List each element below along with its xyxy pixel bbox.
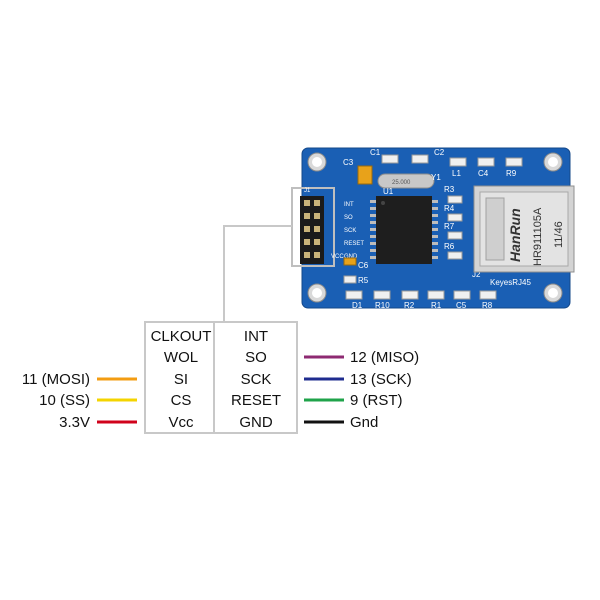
silk-reset: RESET [344, 241, 364, 247]
wire-label-right: 12 (MISO) [350, 349, 419, 366]
pin-label-right: SO [245, 349, 267, 366]
smd-top-row [381, 154, 523, 167]
silk-c4: C4 [478, 169, 489, 178]
silk-int: INT [344, 202, 354, 208]
wire-label-right: 13 (SCK) [350, 371, 412, 388]
capacitor-c6 [343, 257, 357, 266]
silk-c1: C1 [370, 148, 381, 157]
smd-bottom-row [345, 290, 497, 300]
jack-model: HR911105A [532, 207, 544, 266]
silk-y1: Y1 [431, 173, 441, 182]
silk-r7: R7 [444, 222, 455, 231]
wire-label-left: 11 (MOSI) [22, 371, 90, 388]
pinout-frame [144, 321, 298, 434]
jack-date: 11/46 [553, 221, 565, 248]
silk-r8: R8 [482, 301, 493, 310]
silk-u1: U1 [383, 187, 394, 196]
silk-r10: R10 [375, 301, 390, 310]
silk-r6: R6 [444, 242, 455, 251]
silk-d1: D1 [352, 301, 363, 310]
silk-so: SO [344, 215, 353, 221]
silk-l1: L1 [452, 169, 461, 178]
capacitor-c3 [357, 165, 373, 185]
pin-label-left: CLKOUT [151, 328, 212, 345]
silk-r9: R9 [506, 169, 517, 178]
silk-c3: C3 [343, 158, 354, 167]
silk-c2: C2 [434, 148, 445, 157]
mounting-holes [307, 152, 563, 303]
silk-c6: C6 [358, 261, 369, 270]
pin-label-right: INT [244, 328, 268, 345]
wire-label-left: 10 (SS) [39, 392, 90, 409]
pinout-right-column: INT SO SCK RESET GND [231, 328, 281, 431]
pin-label-left: CS [171, 392, 192, 409]
silk-r1: R1 [431, 301, 442, 310]
silk-sck: SCK [344, 228, 356, 234]
pin-label-right: SCK [241, 371, 272, 388]
rj45-jack: HanRun HR911105A 11/46 [473, 185, 575, 273]
pin-label-left: SI [174, 371, 188, 388]
crystal-mark: 25.000 [392, 180, 411, 186]
silk-j1: J1 [304, 188, 311, 194]
silk-brand: KeyesRJ45 [490, 278, 531, 287]
pinout-left-column: CLKOUT WOL SI CS Vcc [151, 328, 212, 431]
smd-right-column [447, 195, 463, 260]
wire-label-left: 3.3V [59, 414, 90, 431]
jack-brand: HanRun [507, 208, 523, 262]
pinout-box [144, 321, 298, 434]
wires-right: 12 (MISO) 13 (SCK) 9 (RST) Gnd [304, 349, 419, 431]
enc28j60-board: INT SO SCK RESET GND VCC J1 25.000 Y1 U1 [291, 147, 575, 310]
silk-r3: R3 [444, 185, 455, 194]
callout-leader-line [223, 225, 292, 322]
silk-vcc: VCC [331, 254, 344, 260]
silk-r2: R2 [404, 301, 415, 310]
silk-c5: C5 [456, 301, 467, 310]
wires-left: 11 (MOSI) 10 (SS) 3.3V [22, 371, 137, 431]
silk-r5: R5 [358, 276, 369, 285]
silk-j2: J2 [472, 270, 481, 279]
wire-label-right: 9 (RST) [350, 392, 403, 409]
wire-label-right: Gnd [350, 414, 378, 431]
silk-gnd: GND [344, 254, 358, 260]
pin-label-right: RESET [231, 392, 281, 409]
pin-label-left: Vcc [168, 414, 194, 431]
pin-label-right: GND [239, 414, 273, 431]
header-j1 [300, 196, 324, 264]
pin-label-left: WOL [164, 349, 198, 366]
silk-r4: R4 [444, 204, 455, 213]
crystal-y1: 25.000 [377, 173, 435, 189]
chip-u1 [370, 196, 438, 264]
